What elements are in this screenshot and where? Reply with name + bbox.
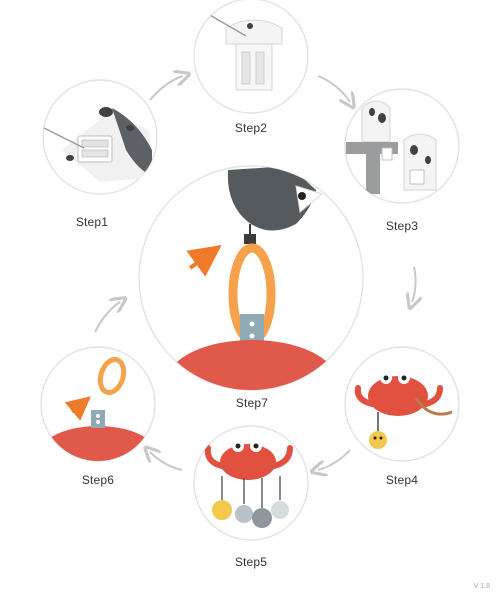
step-1	[42, 79, 158, 195]
step7-illustration	[168, 166, 336, 390]
step2-label: Step2	[235, 121, 267, 135]
step3-label: Step3	[386, 219, 418, 233]
step-5	[193, 425, 309, 541]
step4-illustration	[354, 372, 453, 449]
step6-label: Step6	[82, 473, 114, 487]
step1-label: Step1	[76, 215, 108, 229]
arrow-step1-to-step2	[149, 76, 183, 101]
arrow-step2-to-step3	[317, 75, 350, 102]
flow-arrows	[94, 75, 416, 471]
step5-label: Step5	[235, 555, 267, 569]
arrow-step5-to-step6	[150, 452, 183, 471]
step1-illustration	[43, 107, 152, 182]
step-7	[138, 165, 364, 391]
arrow-step3-to-step4	[412, 266, 416, 302]
step7-label: Step7	[236, 396, 268, 410]
step4-label: Step4	[386, 473, 418, 487]
step-3	[344, 88, 460, 204]
step-6	[40, 346, 156, 462]
step5-illustration	[204, 440, 293, 528]
step3-illustration	[346, 100, 437, 194]
step6-illustration	[41, 356, 155, 461]
step2-illustration	[207, 13, 283, 91]
step-4	[344, 346, 460, 462]
step-2	[193, 0, 309, 114]
arrow-step6-to-step7	[94, 302, 120, 333]
version-label: V 1.8	[473, 583, 490, 590]
arrow-step4-to-step5	[318, 449, 351, 470]
